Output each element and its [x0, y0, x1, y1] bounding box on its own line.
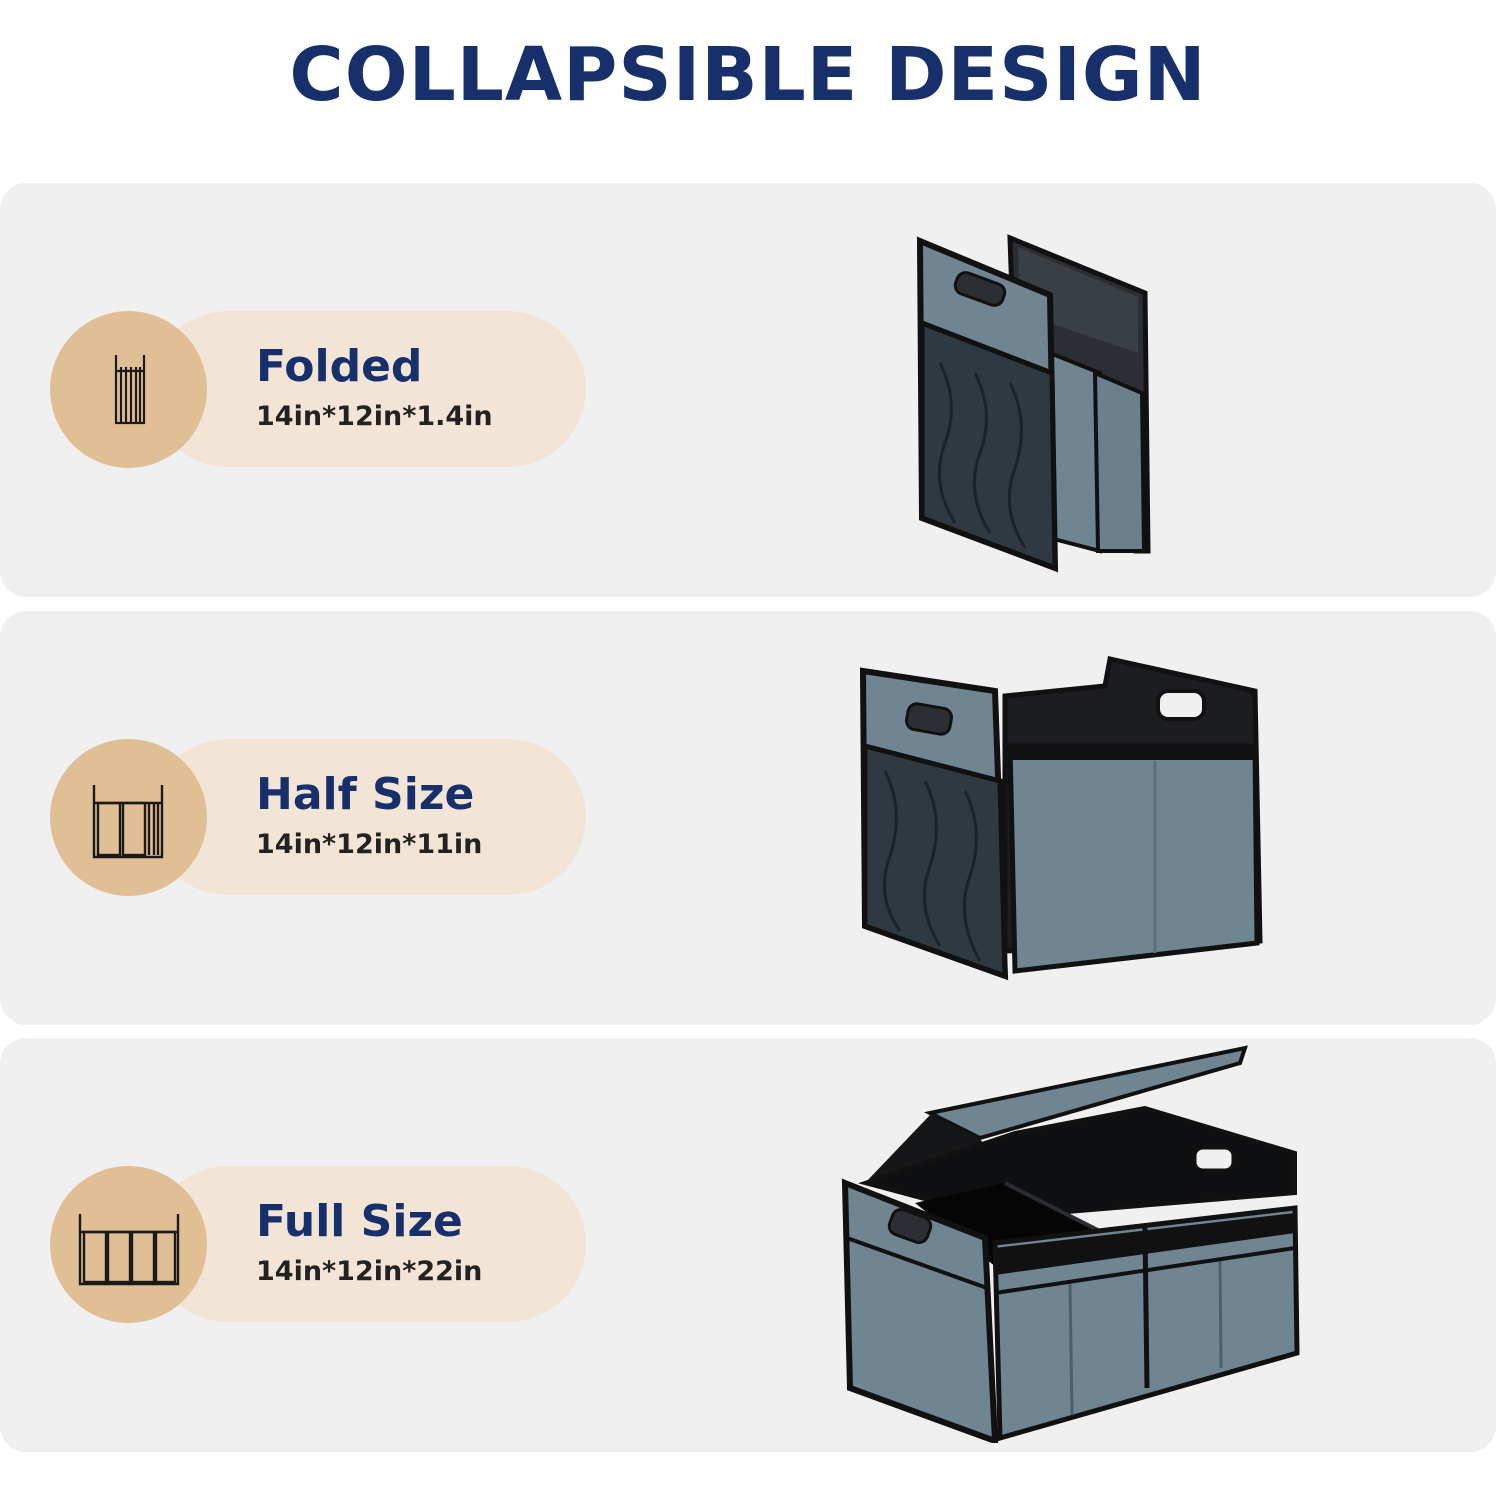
state-panel-folded: Folded 14in*12in*1.4in: [0, 183, 1496, 597]
full-size-organizer-image: [841, 1045, 1300, 1443]
icon-badge: [50, 739, 207, 896]
icon-badge: [50, 1166, 207, 1323]
full-size-organizer-icon: [78, 1214, 180, 1286]
state-dimensions: 14in*12in*11in: [256, 829, 483, 860]
state-label: Full Size: [256, 1196, 463, 1247]
state-dimensions: 14in*12in*22in: [256, 1256, 483, 1287]
half-size-organizer-icon: [92, 785, 164, 859]
folded-organizer-icon: [114, 355, 146, 425]
state-panel-half-size: Half Size 14in*12in*11in: [0, 611, 1496, 1025]
half-size-organizer-image: [859, 656, 1263, 981]
state-label: Folded: [256, 341, 423, 392]
icon-badge: [50, 311, 207, 468]
state-label: Half Size: [256, 769, 475, 820]
state-panel-full-size: Full Size 14in*12in*22in: [0, 1038, 1496, 1452]
state-pill: [150, 739, 586, 895]
page-title: COLLAPSIBLE DESIGN: [289, 32, 1207, 118]
folded-organizer-image: [916, 234, 1151, 573]
state-dimensions: 14in*12in*1.4in: [256, 401, 493, 432]
state-pill: [150, 1166, 586, 1322]
state-pill: [150, 311, 586, 467]
